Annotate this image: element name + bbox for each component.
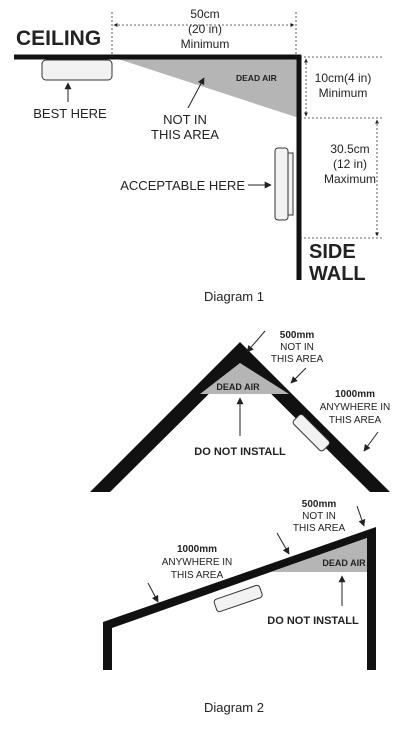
peak-roof-shape — [90, 342, 390, 492]
acceptable-here-label: ACCEPTABLE HERE — [120, 178, 245, 193]
peak-anywhere-line3: THIS AREA — [329, 415, 382, 426]
dim-right2-line1: 30.5cm — [330, 142, 369, 156]
wall-detector-base — [287, 152, 294, 216]
ceiling-detector-icon — [41, 59, 113, 81]
peak-detector-icon — [292, 413, 331, 452]
peak-dim-line1: 500mm — [280, 330, 315, 341]
peak-dim-arrow-2 — [290, 367, 307, 384]
slope-dim-arrow-1 — [276, 532, 290, 555]
diagram-2-caption: Diagram 2 — [204, 700, 264, 715]
dim-right1-line1: 10cm(4 in) — [315, 71, 372, 85]
peak-dead-air-label: DEAD AIR — [216, 382, 260, 392]
ceiling-label: CEILING — [16, 27, 101, 50]
slope-dim-arrow-2 — [356, 505, 366, 527]
peak-anywhere-line2: ANYWHERE IN — [320, 402, 391, 413]
dim-top-line3: Minimum — [181, 37, 230, 51]
dead-air-label: DEAD AIR — [236, 73, 277, 83]
peak-do-not-install-label: DO NOT INSTALL — [194, 446, 286, 458]
slope-dim-line1: 500mm — [302, 499, 337, 510]
diagram-1-caption: Diagram 1 — [204, 289, 264, 304]
dim-top-line1: 50cm — [190, 7, 219, 21]
diagram-1: CEILING DEAD AIR 50cm (20 in) Minimum 10… — [14, 7, 384, 304]
diagram-2-sloped-ceiling: DEAD AIR 500mm NOT IN THIS AREA 1000mm A… — [103, 499, 376, 670]
diagram-2-peaked-roof: DEAD AIR 500mm NOT IN THIS AREA 1000mm A… — [90, 330, 390, 492]
slope-do-not-install-label: DO NOT INSTALL — [267, 615, 359, 627]
slope-dead-air-zone — [271, 538, 367, 572]
best-here-label: BEST HERE — [33, 106, 107, 121]
slope-anywhere-line3: THIS AREA — [171, 570, 224, 581]
slope-dim-line3: THIS AREA — [293, 523, 346, 534]
slope-anywhere-line2: ANYWHERE IN — [162, 557, 233, 568]
peak-anywhere-arrow — [363, 431, 379, 452]
side-wall-line2: WALL — [309, 263, 366, 285]
peak-not-in-area-arrow — [246, 330, 266, 353]
dim-right1-line2: Minimum — [319, 86, 368, 100]
peak-dead-air-zone — [200, 363, 289, 394]
side-wall-line1: SIDE — [309, 241, 356, 263]
dim-right2-line2: (12 in) — [333, 157, 367, 171]
slope-detector-icon — [213, 584, 263, 613]
peak-anywhere-line1: 1000mm — [335, 389, 375, 400]
peak-dim-line2: NOT IN — [280, 342, 314, 353]
slope-roof-shape — [103, 527, 376, 670]
slope-anywhere-arrow — [147, 582, 159, 603]
dim-top-line2: (20 in) — [188, 22, 222, 36]
wall-detector-icon — [274, 147, 289, 221]
slope-dead-air-label: DEAD AIR — [322, 558, 366, 568]
peak-dim-line3: THIS AREA — [271, 354, 324, 365]
dead-air-zone — [112, 57, 299, 118]
not-in-area-arrow — [187, 77, 205, 109]
slope-anywhere-line1: 1000mm — [177, 544, 217, 555]
not-in-area-line2: THIS AREA — [151, 127, 219, 142]
dim-right2-line3: Maximum — [324, 172, 376, 186]
slope-dim-line2: NOT IN — [302, 511, 336, 522]
not-in-area-line1: NOT IN — [163, 112, 207, 127]
